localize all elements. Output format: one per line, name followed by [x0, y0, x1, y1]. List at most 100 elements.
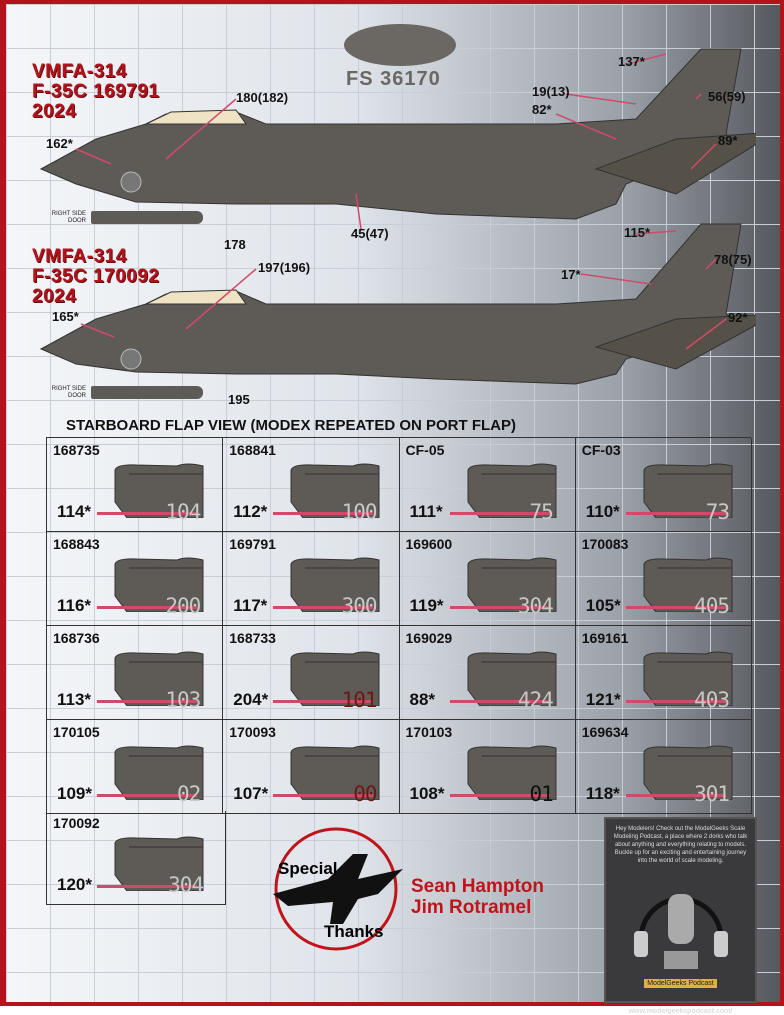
flap-decal [643, 651, 733, 706]
flap-cell: 170083 405 105* [575, 532, 752, 626]
title-line: F-35C 169791 [32, 81, 160, 102]
flap-cell: 168733 101 204* [223, 626, 400, 720]
modex-number: 304 [168, 873, 204, 897]
paint-chip-swatch [344, 24, 456, 66]
bureau-number: 169634 [581, 724, 629, 740]
decal-ref: 110* [585, 502, 620, 521]
modex-number: 403 [694, 688, 730, 712]
leader-line [273, 700, 374, 703]
flap-cell: 170105 02 109* [47, 720, 224, 814]
flap-cell: 169029 424 88* [399, 626, 576, 720]
modex-number: 104 [165, 500, 201, 524]
flap-decal [114, 557, 204, 612]
leader-line [625, 512, 726, 515]
flap-decal [467, 557, 556, 612]
flap-decal [290, 463, 380, 518]
title-line: 2024 [32, 286, 77, 307]
flap-cell: 169161 403 121* [575, 626, 752, 720]
title-line: 2024 [32, 101, 77, 122]
flap-cell: 168841 100 112* [223, 438, 400, 532]
modex-number: 73 [705, 500, 730, 524]
decal-ref: 116* [57, 596, 92, 615]
modex-number: 00 [353, 782, 377, 806]
callout: 45(47) [351, 226, 389, 241]
flap-cell: CF-05 75 111* [399, 438, 576, 532]
side-door-decal [91, 386, 203, 399]
podcast-blurb: Hey Modelers! Check out the ModelGeeks S… [613, 826, 748, 864]
decal-ref: 105* [585, 596, 621, 615]
flap-decal [114, 836, 204, 891]
decal-ref: 120* [57, 875, 92, 894]
flap-decal [467, 651, 556, 706]
podcast-ad: Hey Modelers! Check out the ModelGeeks S… [604, 817, 757, 1015]
flap-cell: 168735 104 114* [47, 438, 224, 532]
flap-decal [290, 557, 380, 612]
callout: 137* [618, 54, 645, 69]
decal-ref: 113* [57, 690, 92, 709]
decal-ref: 107* [233, 784, 269, 803]
bureau-number: CF-05 [405, 442, 445, 458]
decal-ref: 119* [409, 596, 444, 615]
callout: 82* [532, 102, 552, 117]
flap-cell: CF-03 73 110* [575, 438, 752, 532]
decal-ref: 117* [233, 596, 268, 615]
decal-ref: 204* [233, 690, 269, 709]
leader-line [97, 794, 197, 797]
flap-cell: 170093 00 107* [223, 720, 400, 814]
flap-decal [114, 651, 204, 706]
callout: 17* [561, 267, 581, 282]
leader-line [97, 606, 197, 609]
bureau-number: 169791 [229, 536, 276, 552]
flap-cell: 169634 301 118* [575, 720, 752, 814]
callout: 92* [728, 310, 748, 325]
leader-line [273, 606, 374, 609]
bureau-number: 169161 [581, 630, 629, 646]
modex-number: 100 [341, 500, 378, 524]
title-line: VMFA-314 [32, 61, 127, 82]
flap-cell: 170092 304 120* [47, 811, 226, 905]
bureau-number: 168841 [229, 442, 276, 458]
thanks-name: Sean Hampton [411, 876, 545, 897]
flap-decal [467, 745, 556, 800]
podcast-logo-text: ModelGeeks Podcast [644, 979, 717, 988]
decal-ref: 118* [585, 784, 620, 803]
bureau-number: 169029 [405, 630, 453, 646]
leader-line [273, 794, 374, 797]
bureau-number: CF-03 [581, 442, 621, 458]
callout: 180(182) [236, 90, 289, 105]
flap-decal [467, 463, 556, 518]
modex-number: 103 [165, 688, 201, 712]
title-line: VMFA-314 [32, 246, 127, 267]
callout: 197(196) [258, 260, 311, 275]
flap-decal [643, 557, 733, 612]
modex-number: 304 [517, 594, 554, 618]
flap-grid-last-row: 170092 304 120* [46, 811, 226, 905]
thanks-label: Thanks [324, 922, 384, 941]
aircraft-2-title: VMFA-314 F-35C 170092 2024 [32, 247, 159, 307]
modex-number: 02 [176, 782, 201, 806]
podcast-url[interactable]: www.modelgeekspodcast.com/ [628, 1008, 733, 1015]
leader-line [625, 606, 726, 609]
flap-decal [643, 463, 733, 518]
decal-ref: 109* [57, 784, 92, 803]
aircraft-1-profile [39, 48, 756, 230]
side-door-decal [91, 211, 203, 224]
aircraft-2-profile [39, 223, 756, 385]
special-thanks-emblem [273, 827, 403, 951]
decal-ref: 111* [409, 502, 443, 521]
headphones-microphone-icon [633, 894, 728, 969]
thanks-name: Jim Rotramel [411, 897, 532, 918]
modex-number: 301 [694, 782, 730, 806]
leader-line [625, 794, 726, 797]
leader-line [449, 794, 550, 797]
flap-decal [643, 745, 733, 800]
aircraft-1-title: VMFA-314 F-35C 169791 2024 [32, 62, 159, 122]
leader-line [97, 512, 197, 515]
flap-cell: 169791 300 117* [223, 532, 400, 626]
bureau-number: 168733 [229, 630, 276, 646]
bureau-number: 168735 [53, 442, 100, 458]
flap-grid: 168735 104 114*168841 100 112*CF-05 75 1… [46, 437, 752, 814]
leader-line [449, 700, 550, 703]
decal-ref: 114* [57, 502, 92, 521]
